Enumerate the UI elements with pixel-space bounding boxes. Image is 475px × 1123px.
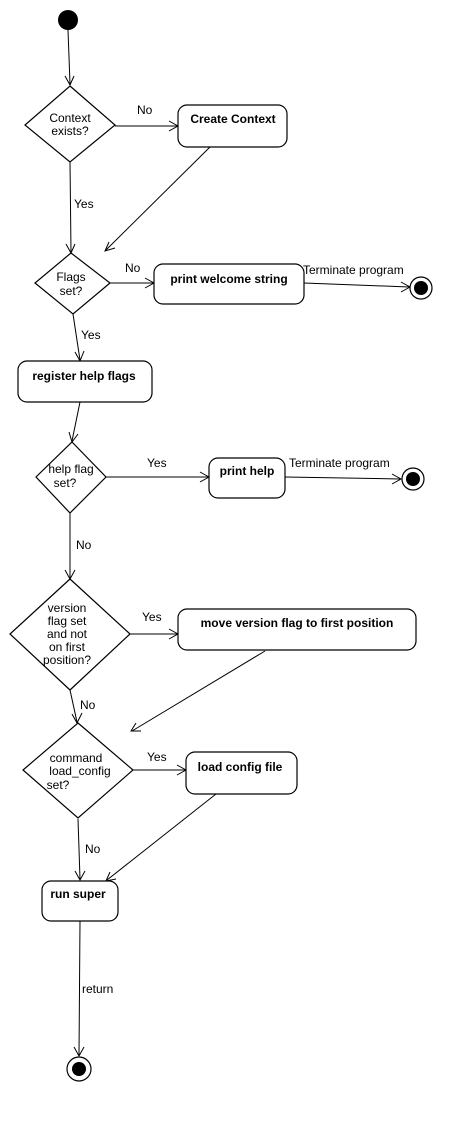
decision-label-line: load_config bbox=[49, 764, 110, 778]
decision-label-line: set? bbox=[54, 476, 77, 490]
edge-start-to-context bbox=[67, 29, 71, 85]
decision-label-line: Context bbox=[49, 111, 91, 125]
arrowhead bbox=[391, 473, 403, 485]
action-label: run super bbox=[50, 887, 106, 901]
edge-label-context-no: No bbox=[137, 103, 153, 117]
action-print-help: print help bbox=[208, 457, 286, 499]
edge-label-version-yes: Yes bbox=[142, 610, 162, 624]
decision-label-line: on first bbox=[49, 640, 86, 654]
edge-label-flags-no: No bbox=[125, 261, 141, 275]
action-label: load config file bbox=[198, 760, 283, 774]
decision-label-line: command bbox=[50, 751, 103, 765]
arrowhead bbox=[130, 722, 141, 732]
final-node-welcome bbox=[409, 276, 433, 300]
edge-label-help-no: No bbox=[76, 538, 92, 552]
action-label: register help flags bbox=[32, 369, 136, 383]
edge-context-yes bbox=[69, 161, 72, 253]
action-label: print welcome string bbox=[170, 272, 287, 286]
action-move-version-flag: move version flag to first position bbox=[177, 608, 417, 651]
decision-help-flag-set: help flag set? bbox=[35, 441, 107, 514]
decision-context-exists: Context exists? bbox=[24, 85, 116, 163]
edge-label-command-yes: Yes bbox=[147, 750, 167, 764]
edge-register-to-help bbox=[71, 401, 81, 442]
decision-label-line: set? bbox=[47, 778, 70, 792]
arrowhead bbox=[73, 1046, 85, 1058]
action-label: move version flag to first position bbox=[201, 616, 394, 630]
initial-node bbox=[58, 10, 78, 30]
edge-label-help-terminate: Terminate program bbox=[289, 456, 390, 470]
arrowhead bbox=[71, 712, 83, 725]
decision-flags-set: Flags set? bbox=[34, 252, 111, 315]
action-label: Create Context bbox=[190, 112, 275, 126]
decision-version-flag: version flag set and not on first positi… bbox=[9, 578, 131, 691]
edge-label-command-no: No bbox=[85, 842, 101, 856]
action-create-context: Create Context bbox=[177, 104, 288, 148]
edge-create-context-to-flags bbox=[105, 146, 211, 251]
edge-labels: No Yes No Terminate program Yes Yes Term… bbox=[74, 103, 404, 996]
edge-label-welcome-terminate: Terminate program bbox=[303, 263, 404, 277]
arrowhead bbox=[104, 241, 116, 252]
decision-label-line: exists? bbox=[51, 124, 89, 138]
edge-flags-yes bbox=[72, 313, 81, 361]
action-run-super: run super bbox=[41, 880, 119, 922]
decision-label-line: set? bbox=[60, 284, 83, 298]
edge-label-version-no: No bbox=[80, 698, 96, 712]
edges bbox=[64, 29, 412, 1058]
edge-command-no bbox=[77, 818, 81, 880]
decision-label-line: flag set bbox=[48, 614, 87, 628]
edge-load-to-run bbox=[106, 793, 217, 881]
arrowhead bbox=[64, 75, 75, 87]
arrowhead bbox=[74, 870, 86, 882]
action-label: print help bbox=[220, 464, 275, 478]
edge-run-return bbox=[78, 920, 81, 1056]
edge-label-help-yes: Yes bbox=[147, 456, 167, 470]
edge-label-return: return bbox=[82, 982, 113, 996]
action-register-help-flags: register help flags bbox=[17, 360, 153, 403]
edge-welcome-terminate bbox=[303, 282, 410, 288]
decision-label-line: help flag bbox=[48, 462, 93, 476]
decision-label-line: version bbox=[48, 601, 87, 615]
edge-move-to-command bbox=[131, 650, 266, 732]
decision-command-load-config: command load_config set? bbox=[22, 722, 134, 819]
decision-label-line: Flags bbox=[56, 270, 85, 284]
decision-label-line: and not bbox=[47, 627, 88, 641]
action-load-config-file: load config file bbox=[185, 751, 298, 795]
edge-help-terminate bbox=[284, 476, 401, 480]
final-node-help bbox=[401, 467, 425, 491]
final-node-return bbox=[66, 1056, 92, 1082]
decision-label-line: position? bbox=[43, 653, 91, 667]
edge-label-context-yes: Yes bbox=[74, 197, 94, 211]
action-print-welcome: print welcome string bbox=[153, 263, 305, 305]
edge-label-flags-yes: Yes bbox=[81, 328, 101, 342]
edge-version-no bbox=[69, 689, 78, 723]
